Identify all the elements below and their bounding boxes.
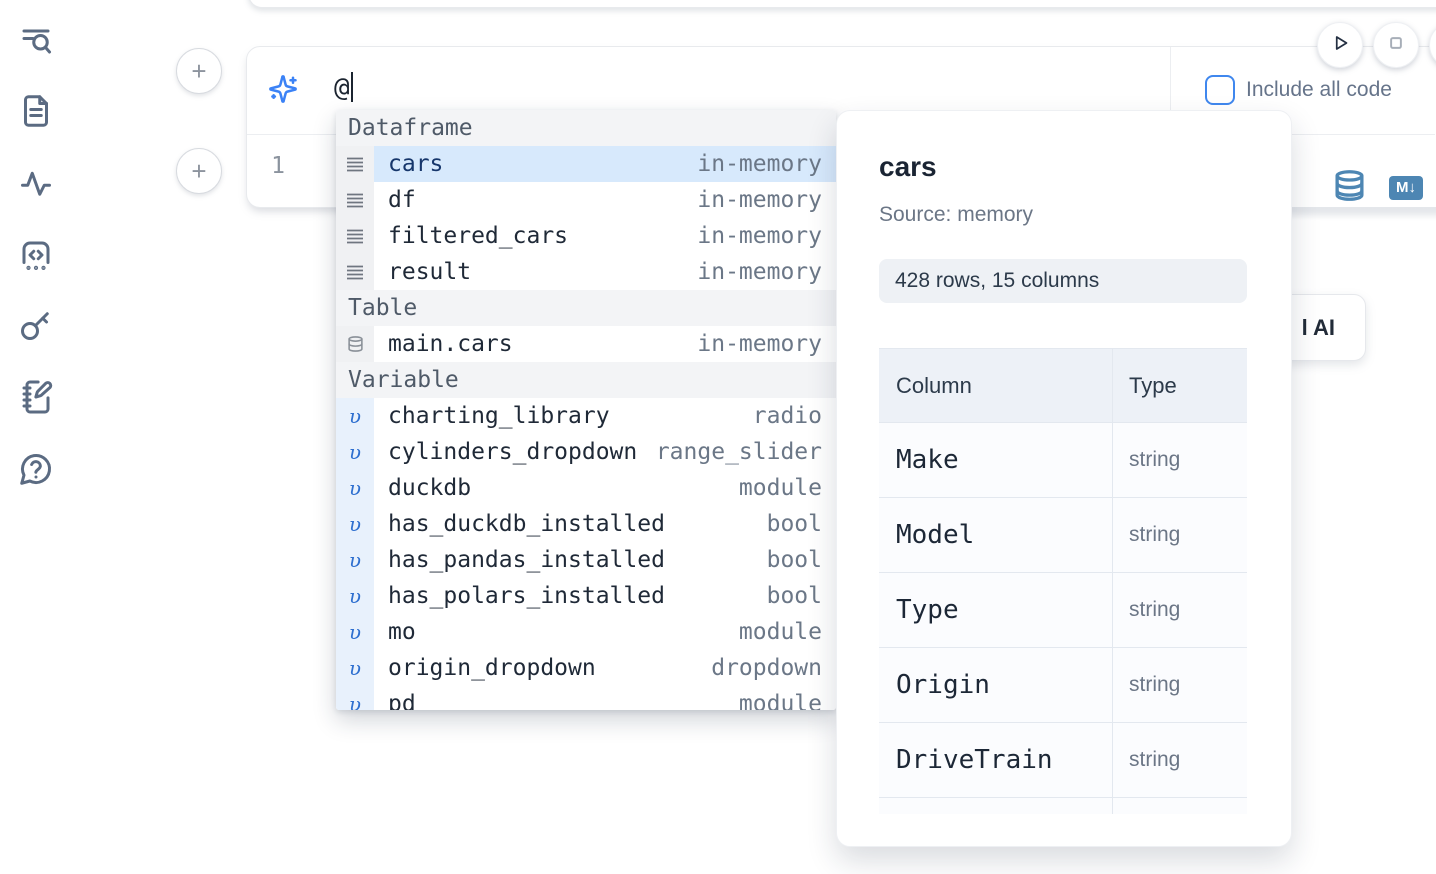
cell-shadow — [1246, 207, 1436, 220]
activity-icon — [18, 171, 54, 205]
schema-header-row: Column Type — [879, 349, 1247, 423]
document-icon — [18, 95, 54, 133]
schema-header-type: Type — [1129, 372, 1177, 398]
add-cell-below-button[interactable]: + — [176, 148, 222, 194]
sidebar-item-secrets[interactable] — [18, 307, 54, 343]
schema-row-make: Make string — [879, 423, 1247, 498]
variable-icon: υ — [336, 650, 374, 686]
section-header-dataframe: Dataframe — [336, 110, 836, 146]
stop-cell-button[interactable] — [1373, 22, 1419, 68]
help-chat-icon — [18, 453, 54, 491]
ai-input-divider — [1170, 47, 1171, 134]
preview-shape-badge: 428 rows, 15 columns — [879, 259, 1247, 303]
sidebar-item-scratchpad[interactable] — [18, 379, 54, 415]
include-all-code-label: Include all code — [1246, 78, 1392, 101]
code-box-icon — [18, 241, 54, 277]
variable-icon: υ — [336, 614, 374, 650]
schema-header-column: Column — [879, 349, 1113, 422]
schema-row-drivetrain: DriveTrain string — [879, 723, 1247, 798]
schema-row-origin: Origin string — [879, 648, 1247, 723]
schema-row-model: Model string — [879, 498, 1247, 573]
preview-source: Source: memory — [879, 203, 1034, 226]
table-database-icon — [336, 326, 374, 362]
list-search-icon — [18, 29, 54, 62]
dataframe-icon — [336, 182, 374, 218]
previous-cell-edge — [248, 0, 1436, 8]
schema-table: Column Type Make string Model string Typ… — [879, 348, 1247, 814]
ai-button-label: l AI — [1301, 314, 1335, 340]
run-cell-button[interactable] — [1317, 22, 1363, 68]
section-header-table: Table — [336, 290, 836, 326]
sidebar-item-snippets[interactable] — [18, 237, 54, 273]
dataframe-icon — [336, 254, 374, 290]
variable-icon: υ — [336, 578, 374, 614]
include-all-code-checkbox[interactable] — [1205, 75, 1235, 105]
plus-icon: + — [191, 56, 207, 86]
dataframe-preview-panel: cars Source: memory 428 rows, 15 columns… — [836, 110, 1292, 847]
sidebar-item-toc-search[interactable] — [18, 22, 54, 58]
plus-icon: + — [191, 156, 207, 186]
sidebar-item-documents[interactable] — [18, 93, 54, 129]
datasource-icon[interactable] — [1333, 169, 1366, 202]
variable-icon: υ — [336, 434, 374, 470]
text-cursor — [350, 72, 353, 102]
notebook-pen-icon — [18, 380, 54, 419]
markdown-convert-icon[interactable]: M↓ — [1389, 176, 1423, 200]
preview-title: cars — [879, 151, 937, 182]
play-icon — [1327, 30, 1353, 61]
variable-icon: υ — [336, 398, 374, 434]
dataframe-icon — [336, 218, 374, 254]
variable-icon: υ — [336, 686, 374, 710]
editor-line-number: 1 — [271, 153, 285, 179]
ai-prompt-value: @ — [334, 73, 350, 103]
section-header-variable: Variable — [336, 362, 836, 398]
add-cell-above-button[interactable]: + — [176, 48, 222, 94]
ai-prompt-input[interactable]: @ — [334, 72, 353, 103]
stop-icon — [1383, 30, 1409, 61]
variable-icon: υ — [336, 542, 374, 578]
schema-row-partial — [879, 798, 1247, 814]
ai-sparkles-icon — [268, 74, 298, 104]
key-icon — [18, 312, 54, 347]
dataframe-icon — [336, 146, 374, 182]
variable-icon: υ — [336, 506, 374, 542]
variable-icon: υ — [336, 470, 374, 506]
sidebar-item-variables[interactable] — [18, 165, 54, 201]
sidebar-item-help[interactable] — [18, 451, 54, 487]
schema-row-type: Type string — [879, 573, 1247, 648]
